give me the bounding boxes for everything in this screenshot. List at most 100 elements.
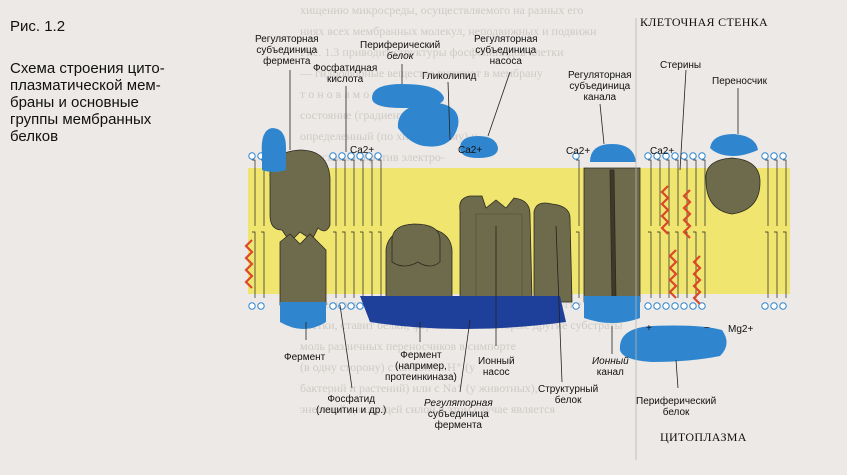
- label-regulatory-channel-subunit: Регуляторная субъединица канала: [568, 70, 632, 103]
- label-line: Фосфатид: [327, 394, 376, 405]
- label-line: белок: [662, 407, 690, 418]
- peripheral-proteins: [261, 84, 758, 362]
- label-line: насоса: [489, 56, 522, 67]
- lipid-head: [347, 152, 355, 160]
- charge-minus: −: [704, 323, 710, 334]
- peripheral-protein-top: [372, 84, 444, 108]
- lipid-head: [698, 302, 706, 310]
- lipid-head: [572, 302, 580, 310]
- label-glycolipid: Гликолипид: [422, 71, 476, 82]
- leader-lines: [289, 18, 739, 460]
- label-regulatory-pump-subunit: Регуляторная субъединица насоса: [474, 34, 538, 67]
- kinase-bottom-blob: [360, 296, 566, 329]
- background-text-line: Рис. 1.3 приводит структуры фосфолипидов…: [300, 45, 564, 59]
- leader-line: [459, 319, 471, 393]
- caption-line: плазматической мем-: [10, 77, 161, 94]
- lipid-head: [662, 302, 670, 310]
- background-text-line: бактерий и растений) или с Na⁺ (у животн…: [300, 381, 538, 395]
- label-line: насос: [482, 367, 510, 378]
- lipid-tail: [783, 159, 787, 226]
- ion-ca: Ca2+: [566, 146, 591, 157]
- caption-line: Схема строения цито-: [10, 60, 165, 77]
- lipid-tail: [702, 159, 706, 226]
- label-line: Фермент: [400, 350, 442, 361]
- lipid-head: [653, 152, 661, 160]
- label-line: субъединица: [256, 45, 318, 56]
- leader-line: [487, 71, 511, 137]
- label-line: субъединица: [569, 81, 631, 92]
- lipid-tail: [576, 231, 580, 298]
- lipid-tail: [693, 231, 697, 298]
- lipid-tail: [657, 159, 661, 226]
- label-ion-channel: Ионный канал: [592, 356, 629, 378]
- lipid-tail: [675, 159, 679, 226]
- lipid-head: [761, 152, 769, 160]
- lipid-head: [761, 302, 769, 310]
- lipid-tail: [360, 159, 364, 226]
- background-text-line: ниях всех мембранных молекул, неподвижны…: [300, 24, 597, 38]
- channel-bottom-subunit: [584, 296, 640, 323]
- ion-ca: Ca2+: [350, 145, 375, 156]
- label-line: Ионный: [478, 356, 515, 367]
- leader-line: [599, 103, 605, 145]
- lipid-head: [680, 302, 688, 310]
- label-structural-protein: Структурный белок: [538, 384, 598, 406]
- label-line: кислота: [326, 74, 364, 85]
- lipid-tail: [252, 231, 256, 298]
- lipid-head: [338, 152, 346, 160]
- lipid-head: [770, 152, 778, 160]
- label-cell-wall: КЛЕТОЧНАЯ СТЕНКА: [640, 15, 768, 29]
- label-line: Стерины: [660, 60, 702, 71]
- lipid-head: [644, 152, 652, 160]
- background-text-line: — гидрофобные вещества вникают в мембран…: [300, 66, 543, 80]
- lipid-head: [329, 152, 337, 160]
- lipid-head: [662, 152, 670, 160]
- lipid-head: [671, 152, 679, 160]
- lipid-tail: [351, 159, 355, 226]
- label-line: Периферический: [360, 40, 441, 51]
- label-ion-pump: Ионный насос: [478, 356, 515, 378]
- label-regulatory-enzyme-subunit: Регуляторная субъединица фермента: [255, 34, 319, 67]
- lipid-tail: [693, 159, 697, 226]
- label-line: субъединица: [427, 409, 489, 420]
- lipid-tail: [333, 159, 337, 226]
- ion-ca: Ca2+: [458, 145, 483, 156]
- label-line: Фермент: [284, 352, 326, 363]
- lipid-tail: [774, 231, 778, 298]
- label-line: Регуляторная: [474, 34, 538, 45]
- lipid-tail: [666, 231, 670, 298]
- lipid-tail: [378, 231, 382, 298]
- label-sterols: Стерины: [660, 60, 701, 71]
- leader-line: [679, 69, 687, 171]
- lipid-tail: [675, 231, 679, 298]
- label-line: Структурный: [538, 384, 599, 395]
- regulatory-pump-subunit: [397, 102, 459, 147]
- label-line: Переносчик: [712, 76, 768, 87]
- lipid-head: [356, 152, 364, 160]
- lipid-tail: [783, 231, 787, 298]
- lipid-head: [698, 152, 706, 160]
- label-line: Ионный: [592, 356, 629, 367]
- lipid-head: [680, 152, 688, 160]
- label-line: Гликолипид: [422, 71, 477, 82]
- label-line: канал: [596, 367, 624, 378]
- lipid-tail: [369, 159, 373, 226]
- label-line: субъединица: [475, 45, 537, 56]
- lipid-head: [347, 302, 355, 310]
- lipid-head: [572, 152, 580, 160]
- caption-line: белков: [10, 128, 59, 145]
- lipid-tail: [333, 231, 337, 298]
- regulatory-enzyme-subunit: [261, 128, 286, 172]
- lipid-tail: [774, 159, 778, 226]
- caption-line: группы мембранных: [10, 111, 152, 128]
- lipid-head: [770, 302, 778, 310]
- lipid-tail: [765, 159, 769, 226]
- lipid-heads: [248, 152, 787, 310]
- lipid-head: [779, 152, 787, 160]
- charge-plus: +: [646, 323, 652, 334]
- label-regulatory-enzyme-subunit-2: Регуляторная субъединица фермента: [424, 398, 493, 431]
- lipid-head: [329, 302, 337, 310]
- label-line: (например,: [395, 361, 447, 372]
- sterol-molecule: [244, 239, 254, 289]
- label-line: Регуляторная: [424, 398, 493, 409]
